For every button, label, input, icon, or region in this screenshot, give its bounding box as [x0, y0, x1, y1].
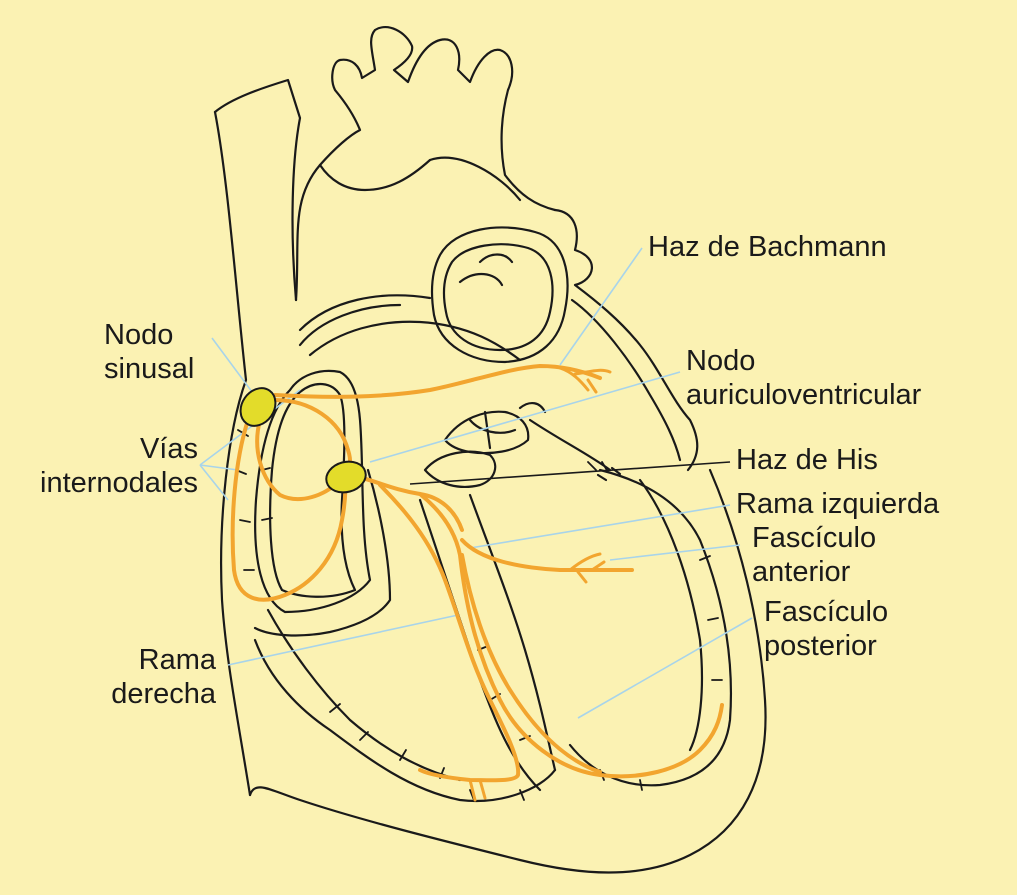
label-his-text: Haz de His: [736, 444, 878, 476]
tricuspid-ring: [253, 468, 392, 637]
label-right-branch-line2: derecha: [111, 678, 216, 710]
label-av-node-line1: Nodo: [686, 345, 756, 377]
label-av-node-line2: auriculoventricular: [686, 379, 922, 411]
pulmonary-valve-inner: [442, 243, 554, 352]
anterior-fascicle-branches: [568, 552, 606, 584]
internodal-middle: [255, 418, 340, 501]
leader-right-branch: [227, 614, 459, 666]
leader-left-branch: [469, 504, 731, 549]
left-bundle-branch: [418, 492, 724, 779]
leader-anterior: [609, 544, 741, 561]
leader-internodal-3: [199, 464, 229, 501]
label-bachmann-text: Haz de Bachmann: [648, 231, 887, 263]
label-anterior-line2: anterior: [752, 556, 851, 588]
leader-internodal-1: [199, 389, 301, 466]
label-sinusal-node: Nodo sinusal: [104, 318, 194, 386]
label-internodal-line1: Vías: [139, 433, 198, 465]
superior-vena-cava: [213, 78, 302, 302]
label-left-branch: Rama izquierda: [736, 487, 939, 521]
label-anterior-line1: Fascículo: [752, 522, 877, 554]
sinoatrial-node: [239, 387, 277, 427]
leader-posterior: [577, 617, 753, 719]
label-internodal-line2: internodales: [40, 467, 198, 499]
left-ventricle-inner: [638, 478, 704, 752]
left-atrium-inner: [570, 298, 682, 462]
right-ventricle-inner: [266, 608, 462, 782]
label-internodal: Vías internodales: [16, 432, 198, 500]
aorta: [294, 26, 557, 302]
leader-lines: [199, 247, 753, 719]
right-ventricle-wall: [253, 638, 557, 802]
atrial-septum: [298, 303, 522, 362]
label-right-branch-line1: Rama: [138, 644, 216, 676]
left-atrium: [553, 208, 699, 472]
pulmonary-valve-outer: [430, 226, 569, 364]
label-bachmann: Haz de Bachmann: [648, 230, 887, 264]
av-valve-leaflets: [423, 402, 547, 488]
label-posterior-line2: posterior: [764, 630, 877, 662]
leader-his: [409, 461, 731, 485]
anterior-fascicle: [460, 538, 634, 572]
leader-internodal-2: [199, 464, 239, 471]
left-ventricle-wall: [568, 468, 733, 787]
label-his: Haz de His: [736, 443, 878, 477]
label-sinusal-line1: Nodo: [104, 319, 174, 351]
pulmonary-valve-cusps: [458, 253, 514, 287]
right-atrium-inner: [254, 369, 372, 614]
right-bundle-tip: [468, 778, 487, 802]
internodal-posterior: [230, 418, 348, 602]
aorta-inner: [318, 158, 432, 192]
right-atrium-inner-2: [269, 383, 357, 598]
label-anterior-fascicle: Fascículo anterior: [752, 521, 876, 589]
leader-bachmann: [559, 247, 643, 366]
posterior-fascicle: [460, 553, 602, 774]
heart-outline: [213, 26, 767, 874]
label-posterior-line1: Fascículo: [764, 596, 889, 628]
label-av-node: Nodo auriculoventricular: [686, 344, 921, 412]
bachmann-branches: [558, 366, 612, 394]
label-right-branch: Rama derecha: [60, 643, 216, 711]
av-node: [325, 460, 367, 494]
leader-av-node: [369, 371, 681, 463]
heart-apex-outline: [248, 468, 767, 874]
leader-sinusal: [211, 337, 259, 401]
label-left-branch-text: Rama izquierda: [736, 488, 940, 520]
label-sinusal-line2: sinusal: [104, 353, 195, 385]
av-groove: [528, 418, 622, 482]
label-posterior-fascicle: Fascículo posterior: [764, 595, 888, 663]
pulmonary-trunk: [298, 156, 522, 332]
right-atrium-outer-wall: [213, 110, 252, 797]
